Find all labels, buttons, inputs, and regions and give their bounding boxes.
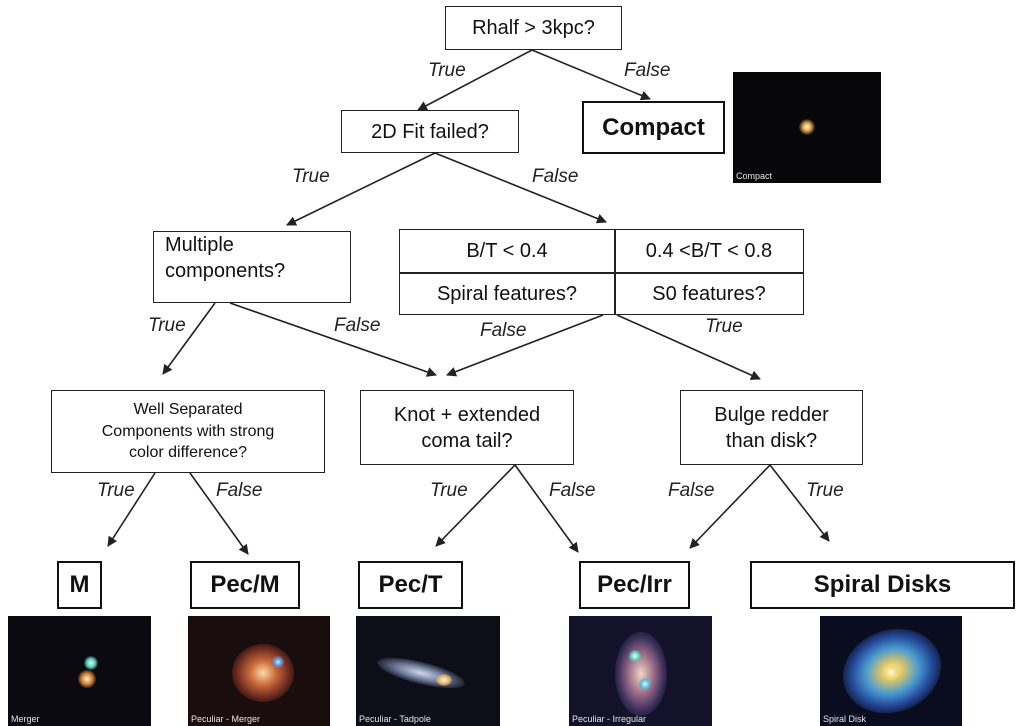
node-root: Rhalf > 3kpc? [445, 6, 622, 50]
edge-root-false [531, 49, 651, 101]
thumbnail-peculiar-tadpole-caption: Peculiar - Tadpole [359, 714, 431, 724]
label-root-true: True [428, 60, 466, 81]
galaxy-pec-merger-blue [272, 656, 284, 668]
galaxy-tadpole-knot [436, 674, 452, 686]
edge-bulge-true [769, 464, 830, 542]
bt-low-cell: B/T < 0.4 [466, 240, 548, 262]
node-multiple-line1: Multiple [165, 234, 234, 256]
leaf-spiral-disks: Spiral Disks [750, 561, 1015, 609]
edge-bulge-false [689, 464, 771, 549]
label-ws-true: True [97, 480, 135, 501]
spiral-features-cell: Spiral features? [436, 282, 578, 305]
label-bulge-true: True [806, 480, 844, 501]
thumbnail-peculiar-merger-caption: Peculiar - Merger [191, 714, 261, 724]
leaf-compact: Compact [582, 101, 725, 154]
node-bulge-redder: Bulge redder than disk? [680, 390, 863, 465]
label-ws-false: False [216, 480, 263, 501]
label-multi-false: False [334, 315, 381, 336]
node-ws-line2: Components with strong [101, 422, 275, 440]
node-ws-line1: Well Separated [133, 401, 243, 419]
node-fit-failed: 2D Fit failed? [341, 110, 519, 153]
galaxy-irregular-clump-b [639, 678, 651, 690]
label-fit-false: False [532, 166, 579, 187]
node-multiple-line2: components? [165, 260, 286, 282]
node-knot-line2: coma tail? [421, 429, 513, 452]
edge-multi-false [229, 302, 437, 377]
thumbnail-spiral-disk-caption: Spiral Disk [823, 714, 867, 724]
label-bt-true: True [705, 316, 743, 337]
edge-fit-true [286, 152, 436, 226]
node-bulge-line2: than disk? [725, 429, 818, 452]
edge-fit-false [434, 152, 607, 224]
node-well-separated: Well Separated Components with strong co… [51, 390, 325, 473]
thumbnail-peculiar-irregular-caption: Peculiar - Irregular [572, 714, 647, 724]
node-bt-table: B/T < 0.4 0.4 <B/T < 0.8 Spiral features… [399, 229, 804, 315]
thumbnail-compact: Compact [733, 72, 881, 183]
label-fit-true: True [292, 166, 330, 187]
edge-bt-false [446, 314, 604, 377]
bt-table-hdivider [400, 272, 803, 274]
galaxy-compact-glow [799, 119, 815, 135]
leaf-pec-irr: Pec/Irr [579, 561, 690, 609]
thumbnail-peculiar-tadpole: Peculiar - Tadpole [356, 616, 500, 726]
edge-ws-false [189, 472, 249, 555]
label-root-false: False [624, 60, 671, 81]
label-multi-true: True [148, 315, 186, 336]
bt-mid-cell: 0.4 <B/T < 0.8 [645, 240, 773, 262]
label-bulge-false: False [668, 480, 715, 501]
leaf-pec-m: Pec/M [190, 561, 300, 609]
edge-knot-false [514, 464, 579, 553]
galaxy-merger-knot-b [78, 670, 96, 688]
edge-ws-true [107, 472, 156, 547]
node-multiple-components: Multiple components? [153, 231, 351, 303]
galaxy-merger-knot-a [84, 656, 98, 670]
thumbnail-spiral-disk: Spiral Disk [820, 616, 962, 726]
node-knot-coma: Knot + extended coma tail? [360, 390, 574, 465]
s0-features-cell: S0 features? [652, 282, 766, 305]
galaxy-irregular-body [615, 632, 667, 716]
galaxy-spiral-core [883, 664, 899, 680]
node-bulge-line1: Bulge redder [714, 403, 829, 426]
leaf-pec-t: Pec/T [358, 561, 463, 609]
label-bt-false: False [480, 320, 527, 341]
label-knot-false: False [549, 480, 596, 501]
thumbnail-merger-caption: Merger [11, 714, 40, 724]
edge-knot-true [435, 464, 516, 547]
edge-root-true [417, 49, 533, 111]
node-knot-line1: Knot + extended [393, 403, 541, 426]
thumbnail-peculiar-irregular: Peculiar - Irregular [569, 616, 712, 726]
label-knot-true: True [430, 480, 468, 501]
galaxy-pec-merger-body [232, 644, 294, 702]
galaxy-irregular-clump-a [629, 650, 641, 662]
thumbnail-compact-caption: Compact [736, 171, 773, 181]
leaf-m: M [57, 561, 102, 609]
edge-bt-true [616, 314, 761, 380]
thumbnail-merger: Merger [8, 616, 151, 726]
node-ws-line3: color difference? [129, 444, 247, 462]
edge-multi-true [162, 302, 216, 375]
galaxy-tadpole-tail [374, 651, 468, 695]
thumbnail-peculiar-merger: Peculiar - Merger [188, 616, 330, 726]
